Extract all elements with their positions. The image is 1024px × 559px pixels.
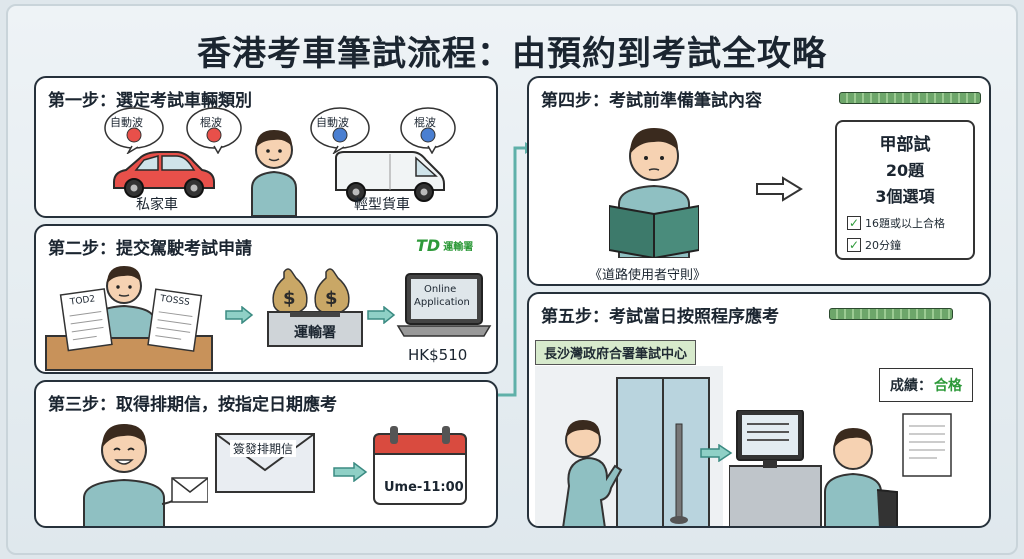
step2-title: 第二步：提交駕駛考試申請: [48, 239, 252, 259]
step3-panel: 第三步：取得排期信，按指定日期應考 簽發排期信 Ume-11:00: [34, 380, 498, 528]
schedule-letter-label: 簽發排期信: [230, 440, 297, 457]
person-receiving-letter-icon: [83, 424, 208, 526]
step4-progress-bar: [839, 92, 981, 104]
person-thinking-icon: [251, 130, 297, 216]
check-row-duration: ✓ 20分鐘: [847, 237, 973, 253]
page-title: 香港考車筆試流程：由預約到考試全攻略: [197, 34, 827, 74]
person-reading-book-icon: [609, 128, 699, 258]
person-taking-computer-test-icon: [729, 410, 898, 526]
bubble-manual-van: [400, 107, 456, 154]
online-application-line1: Online: [424, 284, 457, 295]
exam-time-label: Ume-11:00: [384, 480, 464, 495]
exam-centre-entrance-illustration: [535, 366, 723, 526]
part-a-options: 3個選項: [875, 187, 935, 206]
bubble-manual-car-text: 棍波: [200, 116, 222, 129]
bubble-auto-car-text: 自動波: [110, 116, 143, 129]
arrow-right-icon: [225, 306, 254, 324]
bubble-auto-car: [104, 107, 164, 154]
fee-amount: HK$510: [408, 346, 468, 364]
step5-progress-bar: [829, 308, 953, 320]
arrow-right-icon: [333, 462, 368, 482]
private-car-label: 私家車: [136, 197, 178, 213]
transport-department-logo: TD 運輸署: [416, 236, 473, 255]
step3-title: 第三步：取得排期信，按指定日期應考: [48, 395, 337, 415]
svg-text:$: $: [283, 288, 296, 309]
step5-title: 第五步：考試當日按照程序應考: [541, 307, 779, 327]
person-filling-forms-icon: [45, 266, 213, 371]
bubble-manual-car: [186, 107, 242, 154]
checkbox-checked-icon: ✓: [847, 238, 861, 252]
step2-panel: 第二步：提交駕駛考試申請 TD 運輸署 TOD2 TOSSS $ $ 運輸署: [34, 224, 498, 374]
svg-text:$: $: [325, 288, 338, 309]
laptop-icon: [396, 273, 492, 337]
step5-panel: 第五步：考試當日按照程序應考 長沙灣政府合署筆試中心 成績： 合格: [527, 292, 991, 528]
step4-panel: 第四步：考試前準備筆試內容 《道路使用者守則》 甲部試 20題 3個選項 ✓ 1…: [527, 76, 991, 286]
online-application-line2: Application: [414, 297, 470, 308]
step1-panel: 第一步：選定考試車輛類別 私家車 自動波 棍波 輕型貨車: [34, 76, 498, 218]
arrow-right-icon: [367, 306, 396, 324]
calendar-icon: [373, 426, 467, 505]
checkbox-checked-icon: ✓: [847, 216, 861, 230]
duration-text: 20分鐘: [865, 239, 901, 252]
result-label: 成績：: [890, 378, 932, 394]
result-document-icon: [902, 413, 952, 477]
result-value: 合格: [934, 378, 962, 394]
exam-centre-sign: 長沙灣政府合署筆試中心: [535, 340, 697, 365]
exam-centre-sign-text: 長沙灣政府合署筆試中心: [544, 347, 688, 362]
bubble-manual-van-text: 棍波: [414, 116, 436, 129]
transport-dept-box-label: 運輸署: [294, 325, 336, 341]
private-car-illustration: [113, 151, 215, 198]
bubble-auto-van-text: 自動波: [316, 116, 349, 129]
result-sign: 成績： 合格: [879, 368, 973, 402]
light-van-illustration: [335, 151, 445, 202]
pass-mark-text: 16題或以上合格: [865, 217, 945, 230]
part-a-questions: 20題: [885, 161, 925, 180]
arrow-right-icon: [700, 444, 733, 462]
fee-payment-box-icon: $ $: [267, 268, 363, 347]
td-logo-icon: TD: [416, 236, 441, 255]
part-a-test-card: 甲部試 20題 3個選項 ✓ 16題或以上合格 ✓ 20分鐘: [835, 120, 975, 260]
bubble-auto-van: [310, 107, 370, 154]
step1-title: 第一步：選定考試車輛類別: [48, 91, 252, 111]
check-row-pass-mark: ✓ 16題或以上合格: [847, 215, 973, 231]
barrier-post-icon: [670, 423, 688, 524]
td-logo-text: 運輸署: [443, 242, 474, 253]
road-users-code-label: 《道路使用者守則》: [589, 268, 707, 283]
light-van-label: 輕型貨車: [354, 197, 410, 213]
step4-title: 第四步：考試前準備筆試內容: [541, 91, 762, 111]
part-a-title: 甲部試: [879, 135, 931, 155]
arrow-right-icon: [756, 176, 803, 202]
